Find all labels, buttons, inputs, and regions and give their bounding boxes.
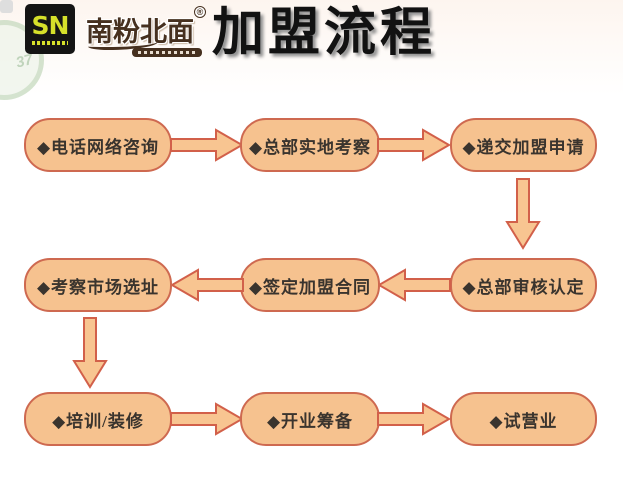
brand-logo: 南粉北面 ® — [84, 6, 206, 60]
flow-node-sign-contract: ◆签定加盟合同 — [240, 258, 380, 312]
arrow-right-icon — [170, 402, 244, 436]
flow-node-training-decoration: ◆培训/装修 — [24, 392, 172, 446]
sn-logo-text: SN — [31, 11, 70, 40]
arrow-right-icon — [170, 128, 244, 162]
flow-node-phone-consult: ◆电话网络咨询 — [24, 118, 172, 172]
arrow-left-icon — [377, 268, 451, 302]
arrow-down-icon — [72, 317, 108, 389]
flow-node-hq-visit: ◆总部实地考察 — [240, 118, 380, 172]
flow-node-submit-application: ◆递交加盟申请 — [450, 118, 597, 172]
sn-logo: SN — [25, 4, 75, 54]
corner-artifact — [0, 0, 13, 13]
page-title: 加盟流程 — [212, 5, 437, 62]
registered-trademark-icon: ® — [194, 6, 206, 18]
sn-logo-subtitle-bar — [32, 41, 68, 45]
brand-logo-banner — [132, 48, 202, 57]
flow-node-hq-review: ◆总部审核认定 — [450, 258, 597, 312]
flow-node-market-site-survey: ◆考察市场选址 — [24, 258, 172, 312]
arrow-right-icon — [377, 128, 451, 162]
arrow-down-icon — [505, 178, 541, 250]
brand-logo-swoosh — [88, 38, 158, 50]
arrow-right-icon — [377, 402, 451, 436]
flow-node-opening-preparation: ◆开业筹备 — [240, 392, 380, 446]
flow-node-trial-operation: ◆试营业 — [450, 392, 597, 446]
arrow-left-icon — [170, 268, 244, 302]
